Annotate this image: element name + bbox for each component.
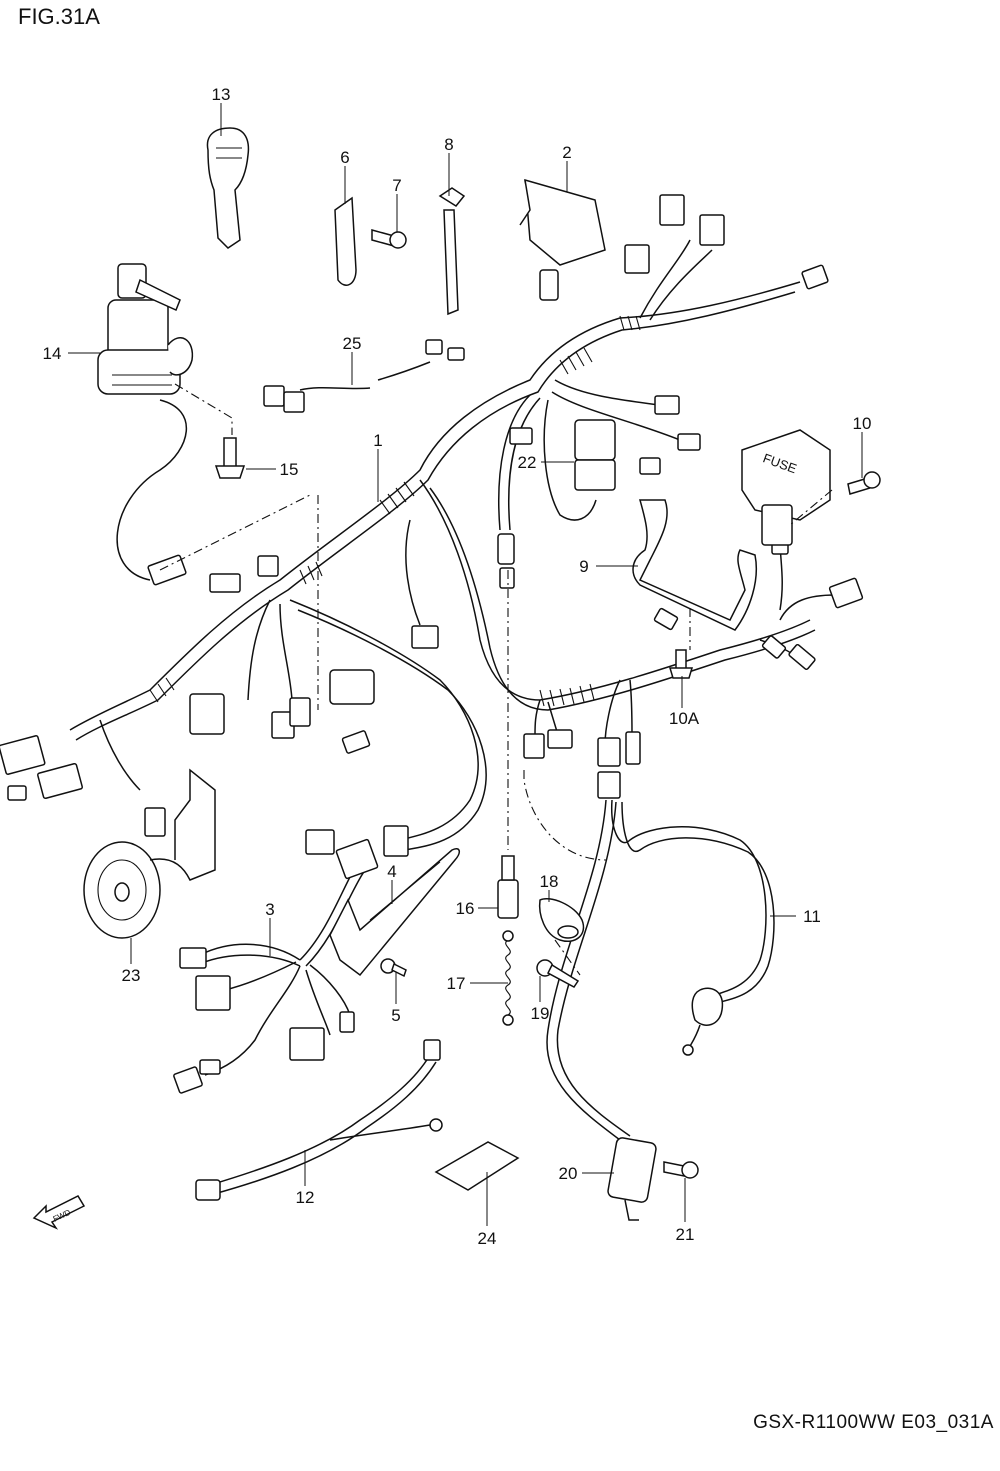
sub-harness-3 — [173, 825, 409, 1094]
callout-18: 18 — [540, 872, 559, 891]
ignition-key — [206, 127, 250, 249]
callout-25: 25 — [343, 334, 362, 353]
main-wiring-harness — [69, 239, 836, 851]
turn-signal-relay — [519, 178, 606, 301]
callout-14: 14 — [43, 344, 62, 363]
callout-8: 8 — [444, 135, 453, 154]
callout-labels: 13 6 7 8 2 14 25 15 1 22 10 9 10A 11 3 4… — [43, 85, 872, 1248]
screw-5 — [380, 958, 407, 978]
fuse-box: FUSE — [741, 429, 831, 546]
callout-5: 5 — [391, 1006, 400, 1025]
screw-19 — [536, 959, 580, 988]
screw-7 — [371, 229, 407, 249]
side-stand-switch-lead — [611, 799, 775, 1056]
brake-light-switch — [497, 570, 519, 919]
harness-connectors — [0, 194, 864, 837]
bolt-10 — [847, 471, 881, 495]
dash-leaders — [159, 383, 833, 976]
callout-6: 6 — [340, 148, 349, 167]
callout-20: 20 — [559, 1164, 578, 1183]
callout-9: 9 — [579, 557, 588, 576]
callout-4: 4 — [387, 862, 396, 881]
leader-lines — [68, 103, 863, 1226]
callout-24: 24 — [478, 1229, 497, 1248]
callout-19: 19 — [531, 1004, 550, 1023]
callout-10a: 10A — [669, 709, 700, 728]
callout-11: 11 — [803, 907, 821, 926]
switch-20 — [546, 799, 657, 1221]
horn — [83, 768, 216, 939]
sub-harness-25 — [263, 339, 465, 413]
callout-23: 23 — [122, 966, 141, 985]
brake-switch-spring — [502, 930, 514, 1026]
figure-title: FIG.31A — [18, 4, 100, 29]
bolt-10a — [668, 649, 694, 679]
callout-10: 10 — [853, 414, 872, 433]
callout-12: 12 — [296, 1188, 315, 1207]
callout-13: 13 — [212, 85, 231, 104]
callout-2: 2 — [562, 143, 571, 162]
starter-relay — [574, 419, 616, 491]
label-sheet-24 — [434, 1141, 520, 1191]
callout-1: 1 — [373, 431, 382, 450]
screw-21 — [663, 1161, 699, 1179]
callout-21: 21 — [676, 1225, 695, 1244]
bolt-15 — [214, 437, 246, 479]
wire-clamp — [334, 196, 357, 286]
callout-15: 15 — [280, 460, 299, 479]
ground-lead-12 — [195, 1039, 443, 1201]
callout-3: 3 — [265, 900, 274, 919]
callout-16: 16 — [456, 899, 475, 918]
harness-bracket-4 — [329, 848, 460, 977]
callout-22: 22 — [518, 453, 537, 472]
callout-17: 17 — [447, 974, 466, 993]
fuse-bracket — [632, 499, 758, 631]
cable-tie — [438, 187, 466, 316]
callout-7: 7 — [392, 176, 401, 195]
ignition-switch — [97, 263, 194, 581]
switch-bracket-18 — [538, 898, 585, 942]
drawing-code: GSX-R1100WW E03_031A — [753, 1412, 994, 1433]
fwd-arrow-icon: FWD — [32, 1195, 86, 1230]
